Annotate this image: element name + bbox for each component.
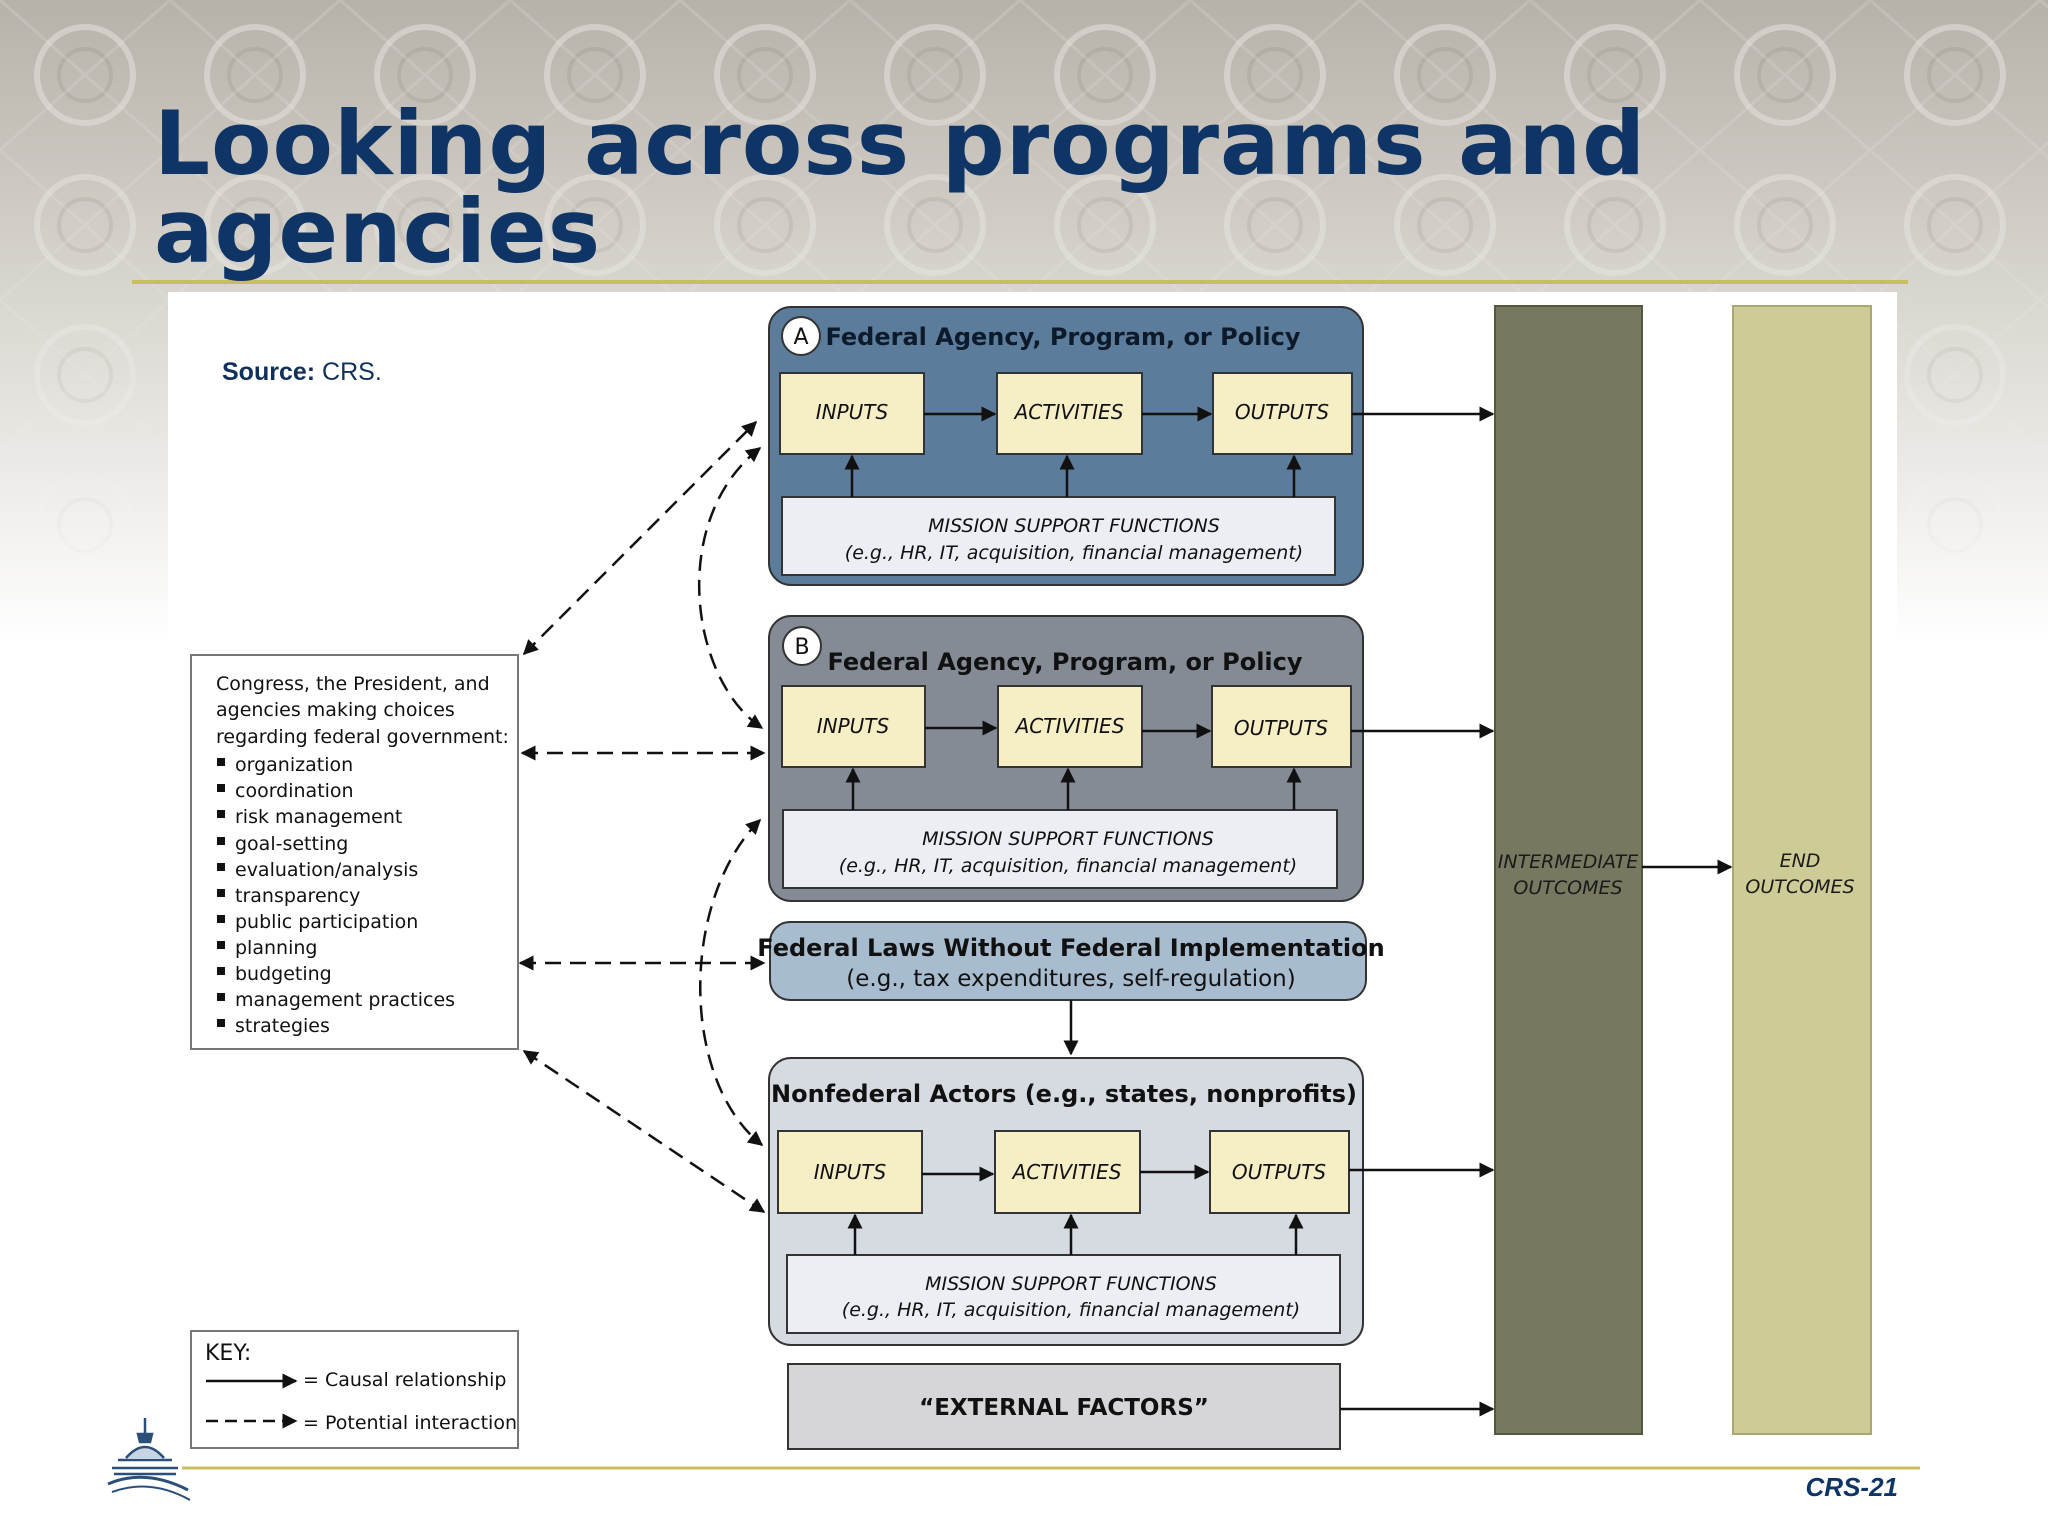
key-potential-label: = Potential interaction (303, 1412, 517, 1434)
agency-a-outputs-box (1212, 372, 1353, 455)
choices-item: evaluation/analysis (235, 859, 418, 881)
end-outcomes-bar (1732, 305, 1872, 1435)
key-causal-label: = Causal relationship (303, 1369, 506, 1391)
external-factors-box (787, 1363, 1341, 1450)
agency-a-support-line1: MISSION SUPPORT FUNCTIONS (928, 515, 1220, 537)
agency-a-activities-label: ACTIVITIES (1013, 400, 1124, 424)
agency-a-support-box (781, 496, 1336, 576)
choices-list: organization coordination risk managemen… (217, 754, 455, 1037)
end-outcomes-label-2: OUTCOMES (1745, 876, 1854, 898)
bullet (217, 889, 225, 897)
bullet (217, 810, 225, 818)
choices-intro-1: Congress, the President, and (216, 673, 490, 695)
federal-laws-subtitle: (e.g., tax expenditures, self-regulation… (846, 966, 1295, 992)
federal-laws-box (769, 921, 1367, 1001)
agency-b-inputs-box (781, 685, 926, 768)
title-line-2: agencies (154, 180, 602, 283)
choices-item: strategies (235, 1015, 330, 1037)
intermediate-outcomes-label-2: OUTCOMES (1513, 877, 1622, 899)
nonfederal-support-line1: MISSION SUPPORT FUNCTIONS (925, 1273, 1217, 1295)
key-title: KEY: (205, 1341, 251, 1366)
capitol-dome-logo (107, 1418, 191, 1501)
intermediate-outcomes-label-1: INTERMEDIATE (1498, 851, 1639, 873)
nonfederal-activities-box (994, 1130, 1141, 1214)
bullet (217, 758, 225, 766)
nonfederal-inputs-box (777, 1130, 923, 1214)
bullet (217, 967, 225, 975)
page-number: CRS-21 (1805, 1472, 1898, 1502)
bullet (217, 784, 225, 792)
nonfederal-outputs-box (1209, 1130, 1350, 1214)
agency-a-inputs-box (779, 372, 925, 455)
choices-item: organization (235, 754, 353, 776)
bullet (217, 993, 225, 1001)
bullet (217, 915, 225, 923)
interaction-choices-to-agency-a (522, 420, 758, 656)
agency-a-support-line2: (e.g., HR, IT, acquisition, financial ma… (845, 542, 1303, 564)
agency-b-outputs-box (1211, 685, 1352, 768)
agency-b-support-box (782, 809, 1338, 889)
bullet (217, 941, 225, 949)
source-label: Source: (222, 358, 316, 386)
choices-item: coordination (235, 780, 354, 802)
agency-b-inputs-label: INPUTS (817, 714, 890, 738)
agency-b-title: Federal Agency, Program, or Policy (827, 648, 1302, 676)
nonfederal-title: Nonfederal Actors (e.g., states, nonprof… (771, 1080, 1357, 1108)
agency-a-title: Federal Agency, Program, or Policy (825, 323, 1300, 351)
source-note: Source: CRS. (222, 358, 382, 387)
agency-a-outputs-label: OUTPUTS (1235, 400, 1330, 424)
key-box (190, 1330, 519, 1449)
bullet (217, 1019, 225, 1027)
agency-a-inputs-label: INPUTS (816, 400, 889, 424)
choices-box (190, 654, 519, 1050)
nonfederal-support-line2: (e.g., HR, IT, acquisition, financial ma… (842, 1299, 1300, 1321)
choices-intro-2: agencies making choices (216, 699, 455, 721)
choices-item: planning (235, 937, 317, 959)
agency-a-marker (781, 316, 821, 356)
choices-item: public participation (235, 911, 418, 933)
choices-item: budgeting (235, 963, 332, 985)
agency-b-outputs-label: OUTPUTS (1234, 716, 1329, 740)
interaction-choices-to-nonfederal (522, 1049, 766, 1214)
agency-b-activities-box (997, 685, 1143, 768)
bullet (217, 863, 225, 871)
agency-b-activities-label: ACTIVITIES (1014, 714, 1125, 738)
page-title: Looking across programs and agencies (154, 100, 1854, 276)
nonfederal-support-box (786, 1254, 1341, 1334)
agency-b-support-line1: MISSION SUPPORT FUNCTIONS (922, 828, 1214, 850)
agency-a-marker-letter: A (793, 325, 808, 350)
interaction-agency-b-to-nonfederal (699, 818, 764, 1146)
agency-b-marker-letter: B (794, 635, 809, 660)
interaction-agency-a-to-b (697, 447, 764, 730)
bullet (217, 837, 225, 845)
agency-a-activities-box (996, 372, 1143, 455)
agency-b-support-line2: (e.g., HR, IT, acquisition, financial ma… (839, 855, 1297, 877)
nonfederal-activities-label: ACTIVITIES (1011, 1160, 1122, 1184)
end-outcomes-label-1: END (1780, 850, 1821, 872)
choices-item: goal-setting (235, 833, 348, 855)
federal-laws-title: Federal Laws Without Federal Implementat… (757, 934, 1384, 962)
interaction-arrows (518, 420, 766, 1214)
choices-text: Congress, the President, and agencies ma… (216, 673, 509, 748)
intermediate-outcomes-bar (1494, 305, 1643, 1435)
choices-item: transparency (235, 885, 360, 907)
nonfederal-outputs-label: OUTPUTS (1232, 1160, 1327, 1184)
title-line-1: Looking across programs and (154, 92, 1647, 195)
choices-intro-3: regarding federal government: (216, 726, 509, 748)
choices-item: management practices (235, 989, 455, 1011)
external-factors-label: “EXTERNAL FACTORS” (919, 1395, 1209, 1421)
nonfederal-inputs-label: INPUTS (814, 1160, 887, 1184)
agency-b-marker (782, 626, 822, 666)
choices-item: risk management (235, 806, 402, 828)
source-value: CRS. (322, 358, 382, 386)
